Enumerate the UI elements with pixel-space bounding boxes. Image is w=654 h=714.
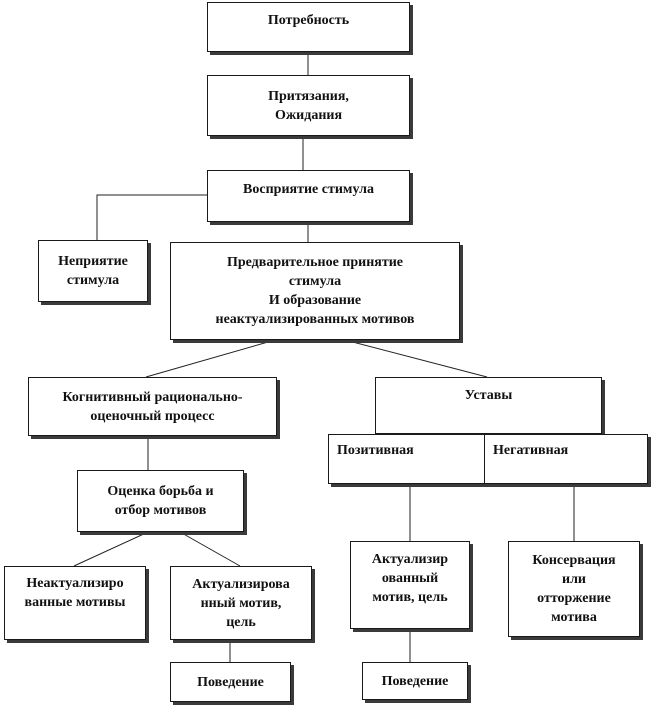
connector-evaluation-nonactualized	[73, 531, 149, 567]
behavior-right-node: Поведение	[362, 662, 468, 700]
rejection-node: Неприятие стимула	[38, 240, 148, 302]
attitude-types-node: Позитивная Негативная	[328, 434, 648, 484]
actualized-motive-left-node: Актуализирова нный мотив, цель	[170, 566, 312, 640]
claims-label: Притязания, Ожидания	[268, 88, 349, 123]
behavior-left-node: Поведение	[170, 662, 291, 702]
rejection-label: Неприятие стимула	[58, 254, 128, 288]
evaluation-node: Оценка борьба и отбор мотивов	[77, 470, 244, 532]
negative-label: Негативная	[493, 443, 569, 458]
cognitive-node: Когнитивный рационально- оценочный проце…	[28, 377, 277, 436]
conservation-label: Консервация или отторжение мотива	[532, 553, 616, 625]
non-actualized-motives-node: Неактуализиро ванные мотивы	[4, 566, 146, 640]
perception-label: Восприятие стимула	[243, 182, 374, 197]
attitudes-label: Уставы	[464, 388, 513, 403]
evaluation-label: Оценка борьба и отбор мотивов	[107, 484, 214, 518]
connector-evaluation-actualized	[179, 531, 241, 567]
actualized-motive-left-label: Актуализирова нный мотив, цель	[192, 576, 290, 630]
positive-label: Позитивная	[337, 443, 414, 458]
actualized-motive-right-label: Актуализир ованный мотив, цель	[371, 552, 449, 605]
non-actualized-motives-label: Неактуализиро ванные мотивы	[24, 576, 126, 610]
positive-cell: Позитивная	[329, 435, 484, 483]
behavior-right-label: Поведение	[381, 673, 449, 689]
attitudes-node: Уставы	[375, 377, 602, 434]
preliminary-label: Предварительное принятие стимула И образ…	[215, 255, 415, 327]
perception-node: Восприятие стимула	[207, 170, 410, 222]
cognitive-label: Когнитивный рационально- оценочный проце…	[62, 389, 243, 424]
negative-cell: Негативная	[485, 435, 648, 483]
connector-perception-rejection	[96, 194, 207, 240]
connector-preliminary-attitudes	[344, 339, 488, 378]
preliminary-node: Предварительное принятие стимула И образ…	[170, 242, 460, 340]
claims-node: Притязания, Ожидания	[207, 75, 410, 136]
behavior-left-label: Поведение	[197, 674, 264, 690]
attitude-divider	[484, 435, 485, 483]
actualized-motive-right-node: Актуализир ованный мотив, цель	[350, 541, 470, 629]
connector-preliminary-cognitive	[145, 339, 276, 378]
need-node: Потребность	[207, 2, 410, 52]
need-label: Потребность	[267, 13, 350, 28]
conservation-node: Консервация или отторжение мотива	[508, 541, 640, 637]
